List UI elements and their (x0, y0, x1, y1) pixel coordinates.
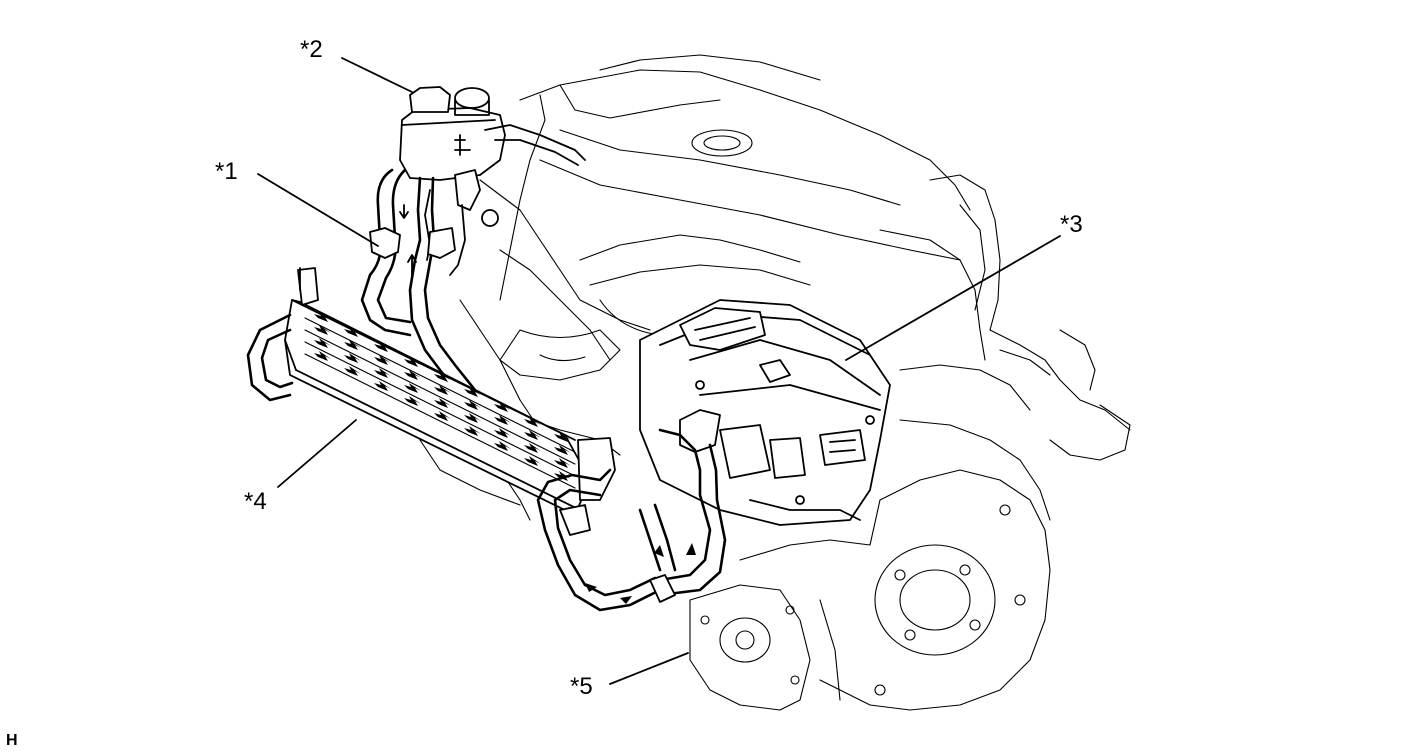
coolant-hoses-lower (536, 428, 727, 612)
flow-arrow (434, 411, 451, 421)
flow-arrow (314, 325, 331, 335)
callout-5: *5 (570, 673, 593, 700)
leader-line-2 (341, 57, 413, 93)
leader-line-5 (609, 652, 689, 685)
flow-arrow (404, 370, 421, 380)
flow-arrow (344, 327, 361, 337)
flow-arrow (524, 430, 541, 440)
flow-arrow (554, 445, 571, 455)
flow-arrow (344, 366, 361, 376)
inverter-assembly (639, 299, 891, 526)
flow-arrow (434, 385, 451, 395)
coolant-reservoir (399, 86, 586, 181)
flow-arrow (524, 417, 541, 427)
flow-arrow (524, 456, 541, 466)
leader-line-4 (277, 419, 357, 488)
callout-3: *3 (1060, 211, 1083, 238)
radiator (246, 267, 616, 536)
coolant-hoses-upper (360, 168, 499, 397)
flow-arrow (464, 387, 481, 397)
figure-code: H (6, 732, 18, 749)
flow-arrow (344, 353, 361, 363)
flow-arrow (554, 471, 571, 481)
flow-arrow (344, 340, 361, 350)
flow-arrow (464, 426, 481, 436)
flow-arrow (374, 381, 391, 391)
flow-arrow (434, 398, 451, 408)
flow-arrow (404, 357, 421, 367)
flow-arrow (314, 338, 331, 348)
callout-1: *1 (215, 158, 238, 185)
flow-arrow (434, 372, 451, 382)
flow-arrow (404, 396, 421, 406)
flow-arrow (464, 413, 481, 423)
flow-arrow (314, 312, 331, 322)
flow-arrow (464, 400, 481, 410)
flow-arrow (494, 402, 511, 412)
flow-arrow (554, 432, 571, 442)
leader-lines (257, 57, 1061, 685)
leader-line-3 (845, 235, 1061, 361)
flow-arrow (404, 383, 421, 393)
leader-line-1 (257, 173, 379, 247)
callout-2: *2 (300, 36, 323, 63)
flow-arrow (314, 351, 331, 361)
flow-arrow (524, 443, 541, 453)
flow-arrow (554, 458, 571, 468)
flow-arrow (494, 415, 511, 425)
flow-arrow (494, 428, 511, 438)
callout-4: *4 (244, 488, 267, 515)
flow-arrow (374, 368, 391, 378)
flow-arrow (374, 355, 391, 365)
flow-arrow (374, 342, 391, 352)
flow-arrow (494, 441, 511, 451)
radiator-flow-arrows (314, 312, 571, 481)
